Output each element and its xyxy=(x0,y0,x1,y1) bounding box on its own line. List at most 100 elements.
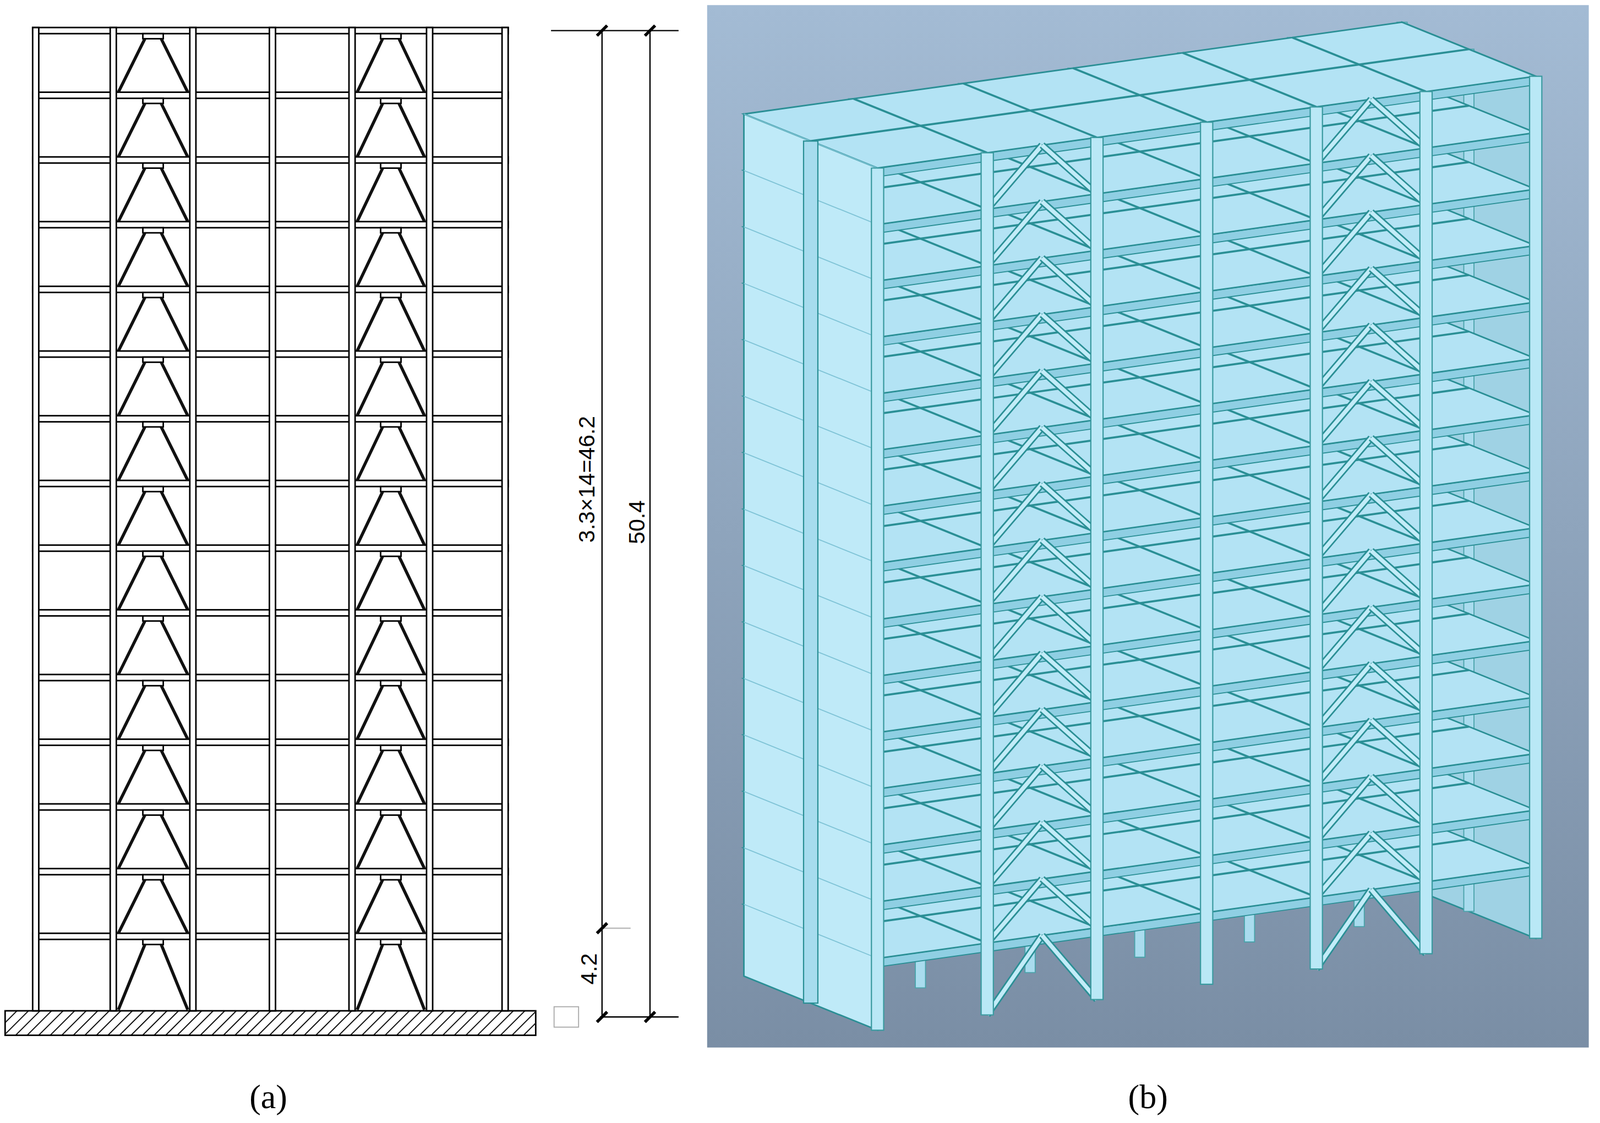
brace xyxy=(357,491,383,545)
brace xyxy=(987,483,1043,548)
column xyxy=(189,27,196,1012)
brace xyxy=(1316,381,1372,446)
brace xyxy=(987,822,1043,887)
brace xyxy=(1316,155,1372,220)
brace xyxy=(1316,607,1372,672)
link-beam xyxy=(380,292,402,298)
dimension-tick xyxy=(597,923,608,935)
brace xyxy=(1041,878,1097,928)
brace xyxy=(1316,550,1372,615)
brace xyxy=(357,38,383,92)
brace xyxy=(161,685,188,740)
brace xyxy=(987,653,1043,718)
brace xyxy=(1371,268,1427,318)
brace xyxy=(357,427,383,481)
brace xyxy=(1371,720,1427,770)
brace xyxy=(987,710,1043,774)
brace xyxy=(1371,381,1427,431)
brace xyxy=(357,297,383,352)
link-beam xyxy=(380,810,402,816)
brace xyxy=(1041,710,1097,759)
brace xyxy=(161,103,188,157)
ground-hatch xyxy=(4,1011,536,1036)
brace xyxy=(987,201,1043,266)
brace xyxy=(1371,833,1427,883)
brace xyxy=(1371,99,1427,149)
brace xyxy=(1371,155,1427,205)
brace xyxy=(1371,268,1427,318)
brace xyxy=(1371,438,1427,488)
brace xyxy=(118,556,145,610)
brace xyxy=(1316,268,1372,333)
brace xyxy=(1041,766,1097,816)
brace xyxy=(1041,427,1097,477)
link-beam xyxy=(380,745,402,751)
brace xyxy=(987,766,1043,830)
link-beam xyxy=(143,357,164,363)
link-beam xyxy=(143,810,164,816)
brace xyxy=(161,297,188,352)
brace xyxy=(1316,212,1372,277)
brace xyxy=(1316,494,1372,559)
link-beam xyxy=(143,292,164,298)
brace xyxy=(1316,268,1372,333)
brace xyxy=(161,38,188,92)
brace xyxy=(118,815,145,869)
brace xyxy=(1041,540,1097,590)
brace xyxy=(1316,720,1372,785)
brace xyxy=(1371,212,1427,262)
brace xyxy=(357,815,383,869)
link-beam xyxy=(380,33,402,39)
brace xyxy=(1041,201,1097,251)
brace xyxy=(399,427,425,481)
marker-box xyxy=(554,1007,579,1028)
brace xyxy=(357,880,383,934)
brace xyxy=(118,491,145,545)
floor-slab xyxy=(744,22,1537,168)
brace xyxy=(987,370,1043,435)
brace xyxy=(161,427,188,481)
brace xyxy=(1371,325,1427,375)
extension-line xyxy=(550,29,679,31)
extension-line xyxy=(599,1016,679,1018)
brace xyxy=(987,653,1043,718)
dimension-tick xyxy=(645,1012,656,1023)
brace xyxy=(161,945,188,1011)
brace xyxy=(161,621,188,675)
brace xyxy=(987,258,1043,322)
brace xyxy=(987,540,1043,605)
brace xyxy=(1371,494,1427,544)
brace xyxy=(1371,889,1427,955)
brace xyxy=(118,880,145,934)
shear-wall xyxy=(744,113,878,1031)
link-beam xyxy=(380,227,402,233)
brace xyxy=(399,556,425,610)
brace xyxy=(987,145,1043,210)
brace xyxy=(1041,427,1097,477)
brace xyxy=(161,168,188,222)
brace xyxy=(1041,596,1097,646)
brace xyxy=(399,685,425,740)
brace xyxy=(1316,438,1372,502)
brace xyxy=(1316,325,1372,390)
brace xyxy=(161,491,188,545)
brace xyxy=(987,822,1043,887)
brace xyxy=(1371,325,1427,375)
link-beam xyxy=(380,939,402,945)
brace xyxy=(1316,776,1372,841)
brace xyxy=(1041,145,1097,195)
dimension-label: 50.4 xyxy=(625,500,648,545)
link-beam xyxy=(143,162,164,168)
dimension-line xyxy=(649,30,651,1018)
link-beam xyxy=(143,551,164,557)
link-beam xyxy=(143,227,164,233)
brace xyxy=(1041,710,1097,759)
brace xyxy=(161,750,188,805)
column xyxy=(348,27,356,1012)
brace xyxy=(118,362,145,416)
brace xyxy=(1041,653,1097,703)
brace xyxy=(1041,766,1097,816)
frame-elevation xyxy=(4,25,679,1036)
brace xyxy=(1371,607,1427,657)
brace xyxy=(118,621,145,675)
